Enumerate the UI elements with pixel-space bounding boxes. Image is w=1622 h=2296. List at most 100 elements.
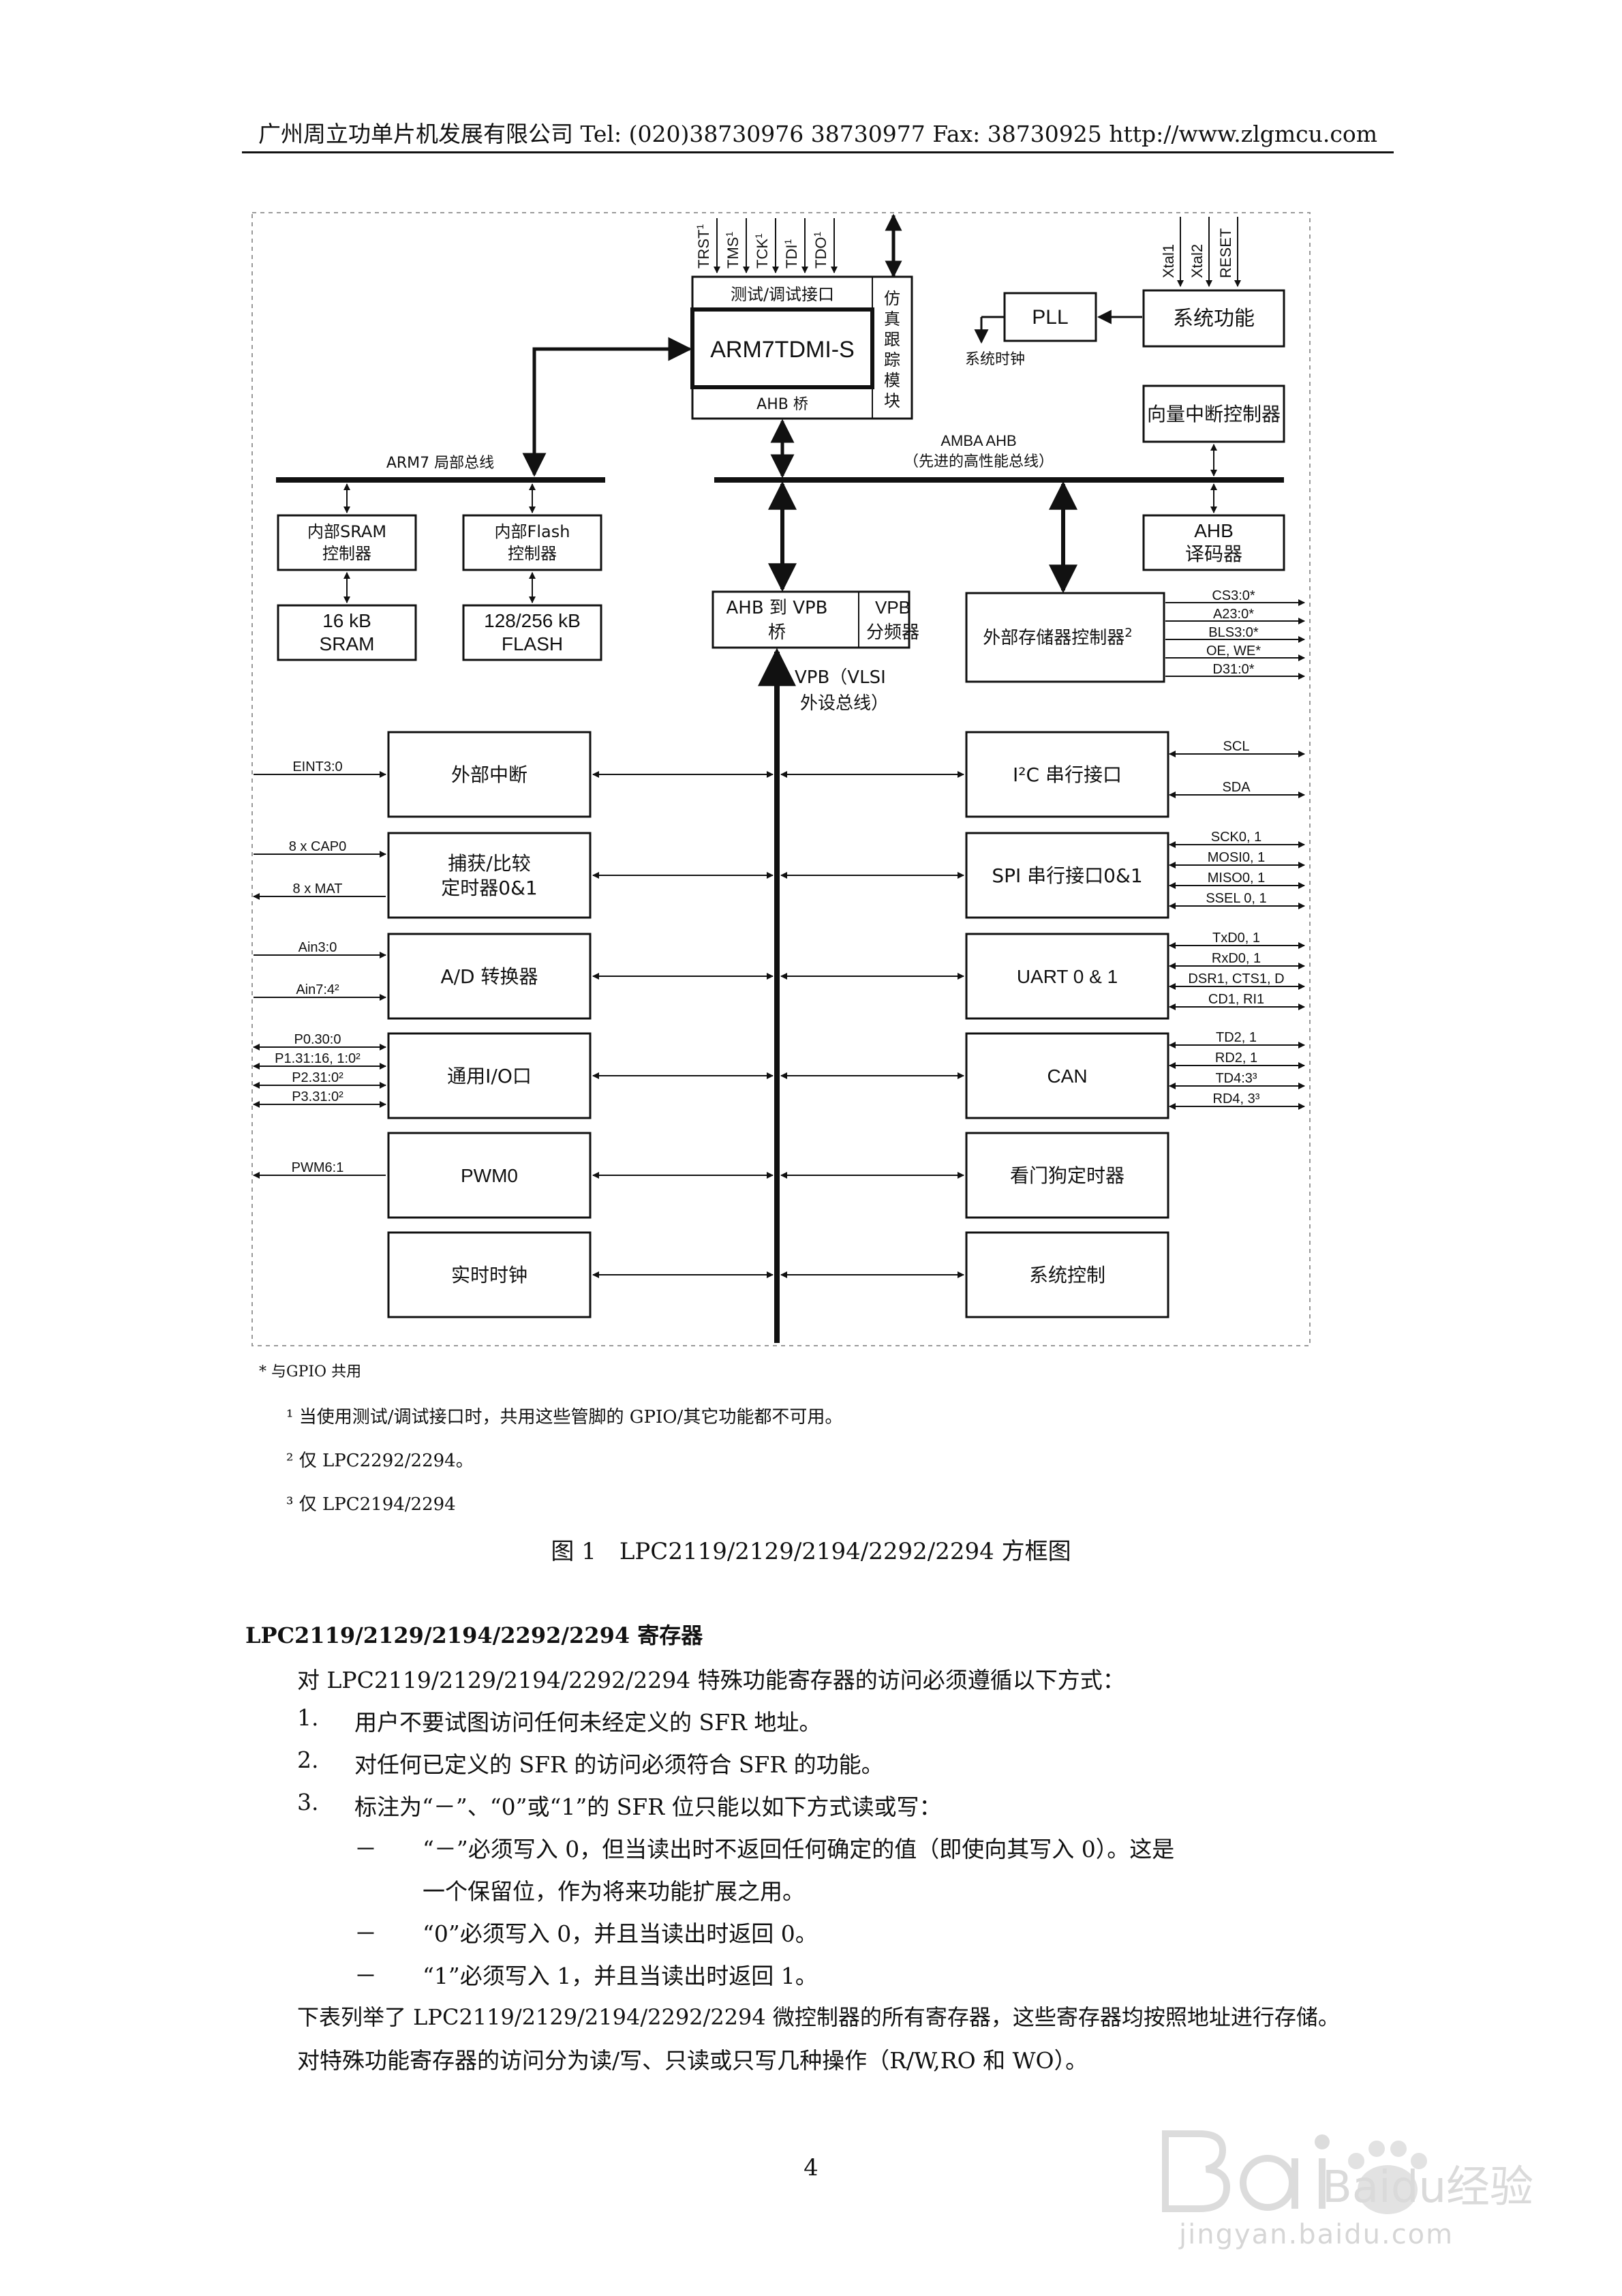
section-outro-2: 对特殊功能寄存器的访问分为读/写、只读或只写几种操作（R/W,RO 和 WO）。 [297, 2047, 1088, 2074]
sram-controller-box [277, 514, 417, 571]
right-peripheral-box [965, 1032, 1169, 1119]
test-debug-interface: 测试/调试接口 [731, 285, 834, 304]
left-peripheral-label: 实时时钟 [451, 1264, 527, 1286]
jtag-pin-label: TDO1 [812, 232, 829, 269]
right-peripheral-label: 看门狗定时器 [1010, 1164, 1124, 1187]
section-outro-1: 下表列举了 LPC2119/2129/2194/2292/2294 微控制器的所… [297, 2004, 1340, 2030]
signal-label: TD2, 1 [1216, 1030, 1257, 1045]
trace-module-char: 真 [884, 309, 900, 329]
flash-controller-box [462, 514, 602, 571]
sram-controller-l1: 内部SRAM [307, 522, 386, 541]
left-peripheral-box [387, 1032, 592, 1119]
diagram-frame [251, 212, 1311, 1346]
watermark-logo-text: Baidu经验 [1322, 2162, 1533, 2213]
pll-label: PLL [1032, 306, 1068, 329]
flash-controller-l2: 控制器 [508, 544, 557, 563]
vpb-divider-l2: 分频器 [866, 622, 919, 643]
left-peripheral-box [387, 933, 592, 1020]
clock-pin-label: Xtal1 [1160, 244, 1177, 278]
signal-label: P2.31:0² [292, 1070, 343, 1085]
note-2: ² 仅 LPC2292/2294。 [286, 1451, 474, 1471]
ahb-vpb-bridge-l1: AHB 到 VPB [726, 598, 827, 618]
signal-label: 8 x CAP0 [289, 839, 346, 854]
left-peripheral-label: 定时器0&1 [441, 877, 537, 899]
sub-item-dash: － [354, 1836, 377, 1862]
system-functions-label: 系统功能 [1173, 307, 1255, 331]
right-peripheral-box [965, 933, 1169, 1020]
list-item: 标注为“－”、“0”或“1”的 SFR 位只能以如下方式读或写： [354, 1794, 942, 1820]
right-peripheral-label: I²C 串行接口 [1013, 764, 1122, 786]
flash-box [462, 604, 602, 661]
jtag-pin-label: TRST1 [694, 224, 712, 269]
page-header: 广州周立功单片机发展有限公司 Tel: (020)38730976 387309… [258, 121, 1378, 147]
emc-signal-label: CS3:0* [1212, 588, 1255, 603]
right-peripheral-box [965, 832, 1169, 919]
trace-module-char: 模 [884, 371, 900, 390]
signal-label: CD1, RI1 [1208, 992, 1264, 1007]
signal-label: SCK0, 1 [1211, 830, 1261, 845]
figure-caption: 图 1 LPC2119/2129/2194/2292/2294 方框图 [551, 1538, 1071, 1565]
signal-label: MISO0, 1 [1208, 871, 1265, 886]
ahb-bridge-label: AHB 桥 [756, 396, 808, 413]
sram-controller-l2: 控制器 [322, 544, 371, 563]
left-peripheral-label: 捕获/比较 [448, 852, 530, 875]
signal-label: RD2, 1 [1215, 1051, 1257, 1066]
vic-label: 向量中断控制器 [1147, 403, 1281, 425]
emc-label: 外部存储器控制器2 [983, 626, 1132, 648]
note-1: ¹ 当使用测试/调试接口时，共用这些管脚的 GPIO/其它功能都不可用。 [286, 1407, 843, 1428]
page-number: 4 [804, 2154, 818, 2181]
trace-module-char: 块 [884, 391, 900, 410]
flash-controller-l1: 内部Flash [495, 522, 570, 541]
list-item-num: 3. [297, 1789, 319, 1815]
right-peripheral-label: 系统控制 [1029, 1264, 1105, 1286]
emc-signals: CS3:0*A23:0*BLS3:0*OE, WE*D31:0* [1165, 588, 1305, 680]
sub-item: “－”必须写入 0，但当读出时不返回任何确定的值（即使向其写入 0）。这是 [423, 1836, 1175, 1862]
jtag-pin-label: TCK1 [753, 233, 771, 269]
arm7-local-bus-label: ARM7 局部总线 [386, 455, 494, 472]
signal-label: RxD0, 1 [1212, 951, 1261, 966]
section-title: LPC2119/2129/2194/2292/2294 寄存器 [245, 1622, 703, 1648]
flash-l1: 128/256 kB [484, 610, 581, 631]
note-star: * 与GPIO 共用 [259, 1363, 362, 1380]
ahb-vpb-bridge-l2: 桥 [768, 622, 786, 643]
sram-box [277, 604, 417, 661]
emc-signal-label: D31:0* [1212, 662, 1254, 677]
signal-label: EINT3:0 [292, 759, 342, 774]
signal-label: SSEL 0, 1 [1206, 891, 1266, 906]
signal-label: TD4:3³ [1215, 1071, 1257, 1086]
clock-pin-label: RESET [1217, 228, 1234, 278]
vic-box [1142, 384, 1285, 443]
signal-label: TxD0, 1 [1212, 931, 1260, 946]
system-clock-label: 系统时钟 [965, 351, 1025, 368]
jtag-pin-label: TMS1 [724, 232, 741, 269]
right-peripheral-label: CAN [1047, 1066, 1087, 1087]
left-peripheral-label: 外部中断 [451, 764, 527, 786]
emc-signal-label: A23:0* [1213, 607, 1254, 622]
signal-label: P0.30:0 [294, 1032, 341, 1047]
signal-label: SDA [1222, 780, 1251, 795]
left-peripheral-box [387, 731, 592, 818]
left-peripheral-label: PWM0 [461, 1165, 518, 1186]
right-peripheral-box [965, 1132, 1169, 1219]
left-peripheral-label: A/D 转换器 [440, 965, 538, 988]
note-3: ³ 仅 LPC2194/2294 [286, 1494, 456, 1515]
sub-item-dash: － [354, 1963, 377, 1989]
signal-label: PWM6:1 [292, 1160, 344, 1175]
sram-l2: SRAM [320, 633, 375, 654]
trace-module-char: 仿 [884, 289, 900, 308]
list-item: 用户不要试图访问任何未经定义的 SFR 地址。 [354, 1709, 822, 1736]
list-item: 对任何已定义的 SFR 的访问必须符合 SFR 的功能。 [354, 1751, 884, 1778]
emc-box [965, 592, 1165, 683]
clock-pins: Xtal1 Xtal2 RESET [1160, 217, 1241, 287]
section-intro: 对 LPC2119/2129/2194/2292/2294 特殊功能寄存器的访问… [297, 1667, 1125, 1693]
clock-pin-label: Xtal2 [1189, 244, 1206, 278]
left-peripheral-box [387, 1132, 592, 1219]
vpb-bus-l1: VPB（VLSI [795, 667, 886, 688]
ahb-decoder-l1: AHB [1194, 520, 1234, 541]
signal-label: MOSI0, 1 [1208, 850, 1265, 865]
ahb-decoder-box [1142, 514, 1285, 571]
amba-ahb-label: AMBA AHB [940, 432, 1016, 449]
left-peripheral-box [387, 832, 592, 919]
